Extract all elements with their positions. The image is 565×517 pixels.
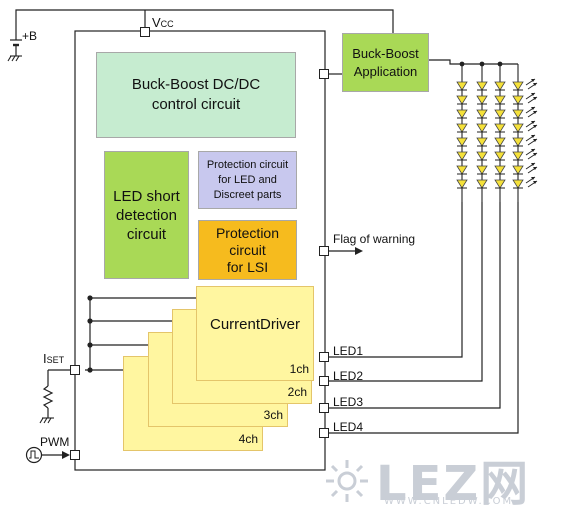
pwm-arrow [62, 451, 70, 459]
led-icon [512, 95, 524, 105]
led-icon [512, 165, 524, 175]
led-icon [476, 137, 488, 147]
light-arrowhead [533, 139, 537, 142]
plus-b-label: +B [22, 29, 38, 43]
led-icon [476, 151, 488, 161]
app-pin [319, 69, 329, 79]
led-icon [494, 81, 506, 91]
led-icon [512, 81, 524, 91]
led1-label: LED1 [333, 344, 364, 358]
light-arrowhead [531, 177, 535, 180]
led-icon [456, 123, 468, 133]
watermark-logo: LEZ网 [376, 456, 531, 512]
pulse-source-icon [25, 446, 43, 464]
led-icon [512, 123, 524, 133]
flag-arrow [355, 247, 363, 255]
light-arrowhead [533, 153, 537, 156]
led-icon [494, 109, 506, 119]
light-arrowhead [533, 181, 537, 184]
channel-label-4ch: 4ch [238, 432, 258, 446]
ground-icon [7, 55, 22, 62]
led-icon [476, 95, 488, 105]
light-arrowhead [533, 125, 537, 128]
flag-pin [319, 246, 329, 256]
led1-pin [319, 352, 329, 362]
light-arrowhead [531, 79, 535, 82]
led-icon [494, 95, 506, 105]
led-icon [456, 109, 468, 119]
flag-of-warning-label: Flag of warning [333, 232, 416, 246]
led-icon [476, 109, 488, 119]
led4-label: LED4 [333, 420, 364, 434]
resistor-icon [42, 385, 54, 409]
led-icon [494, 151, 506, 161]
led-icon [456, 151, 468, 161]
led-supply-wire [428, 59, 518, 65]
light-arrowhead [533, 97, 537, 100]
light-arrowhead [531, 163, 535, 166]
light-arrowhead [531, 121, 535, 124]
led-icon [512, 109, 524, 119]
led-icon [494, 123, 506, 133]
light-arrowhead [533, 111, 537, 114]
supply-rail [15, 9, 394, 40]
led-icon [456, 165, 468, 175]
light-arrowhead [531, 135, 535, 138]
light-arrowhead [531, 93, 535, 96]
battery-icon [10, 39, 22, 56]
pwm-pin [70, 450, 80, 460]
led-icon [456, 81, 468, 91]
led2-wire [329, 202, 483, 382]
light-arrowhead [533, 83, 537, 86]
light-arrowhead [531, 107, 535, 110]
led-icon [512, 179, 524, 189]
ground-icon [39, 417, 54, 424]
led-icon [456, 95, 468, 105]
channel-label-3ch: 3ch [263, 408, 283, 422]
led1-wire [329, 202, 463, 358]
light-arrowhead [531, 149, 535, 152]
led3-wire [329, 202, 501, 409]
led-icon [494, 137, 506, 147]
led-icon [512, 151, 524, 161]
led-icon [512, 137, 524, 147]
led-icon [456, 179, 468, 189]
junction-dots [87, 61, 503, 373]
led2-pin [319, 376, 329, 386]
led3-label: LED3 [333, 395, 364, 409]
led-icon [456, 137, 468, 147]
led-icon [494, 179, 506, 189]
led3-pin [319, 403, 329, 413]
watermark-sun-icon [326, 460, 368, 502]
channel-label-1ch: 1ch [289, 362, 309, 376]
watermark-url: WWW.CNLEDW.COM [384, 496, 514, 507]
led-icon [476, 165, 488, 175]
led-array [456, 64, 538, 202]
led4-wire [329, 202, 519, 434]
iset-label: ISET [43, 351, 65, 366]
led-icon [494, 165, 506, 175]
vcc-pin [140, 27, 150, 37]
vcc-label: VCC [152, 15, 174, 30]
led2-label: LED2 [333, 369, 364, 383]
light-arrowhead [533, 167, 537, 170]
iset-pin [70, 365, 80, 375]
led-icon [476, 81, 488, 91]
led-icon [476, 179, 488, 189]
pwm-label: PWM [40, 435, 70, 449]
channel-label-2ch: 2ch [287, 385, 307, 399]
led-icon [476, 123, 488, 133]
current-driver-title: CurrentDriver [209, 316, 301, 333]
led4-pin [319, 428, 329, 438]
driver-card-1ch: CurrentDriver 1ch [196, 286, 314, 381]
